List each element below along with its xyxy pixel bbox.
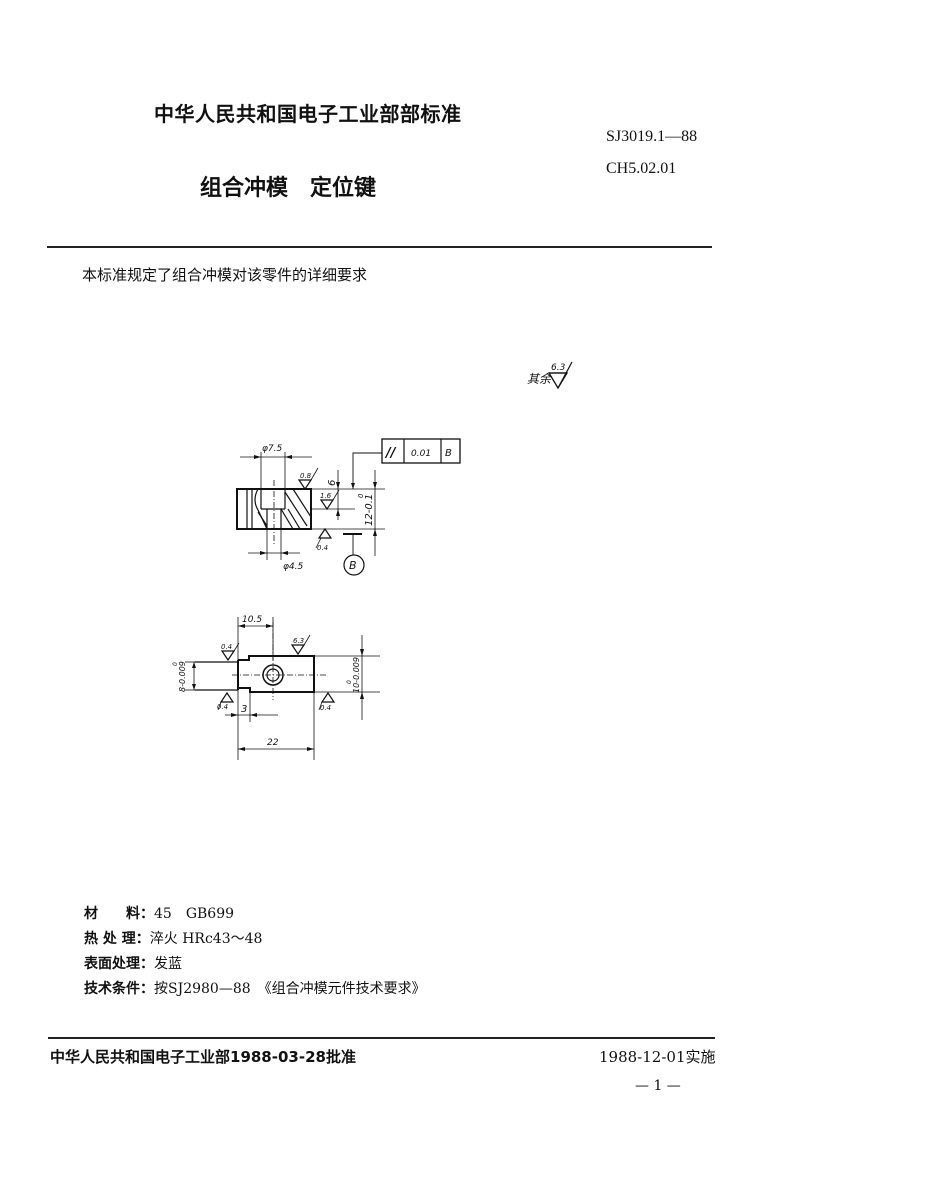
spec-label: 材 料：	[84, 906, 154, 922]
document-title: 组合冲模 定位键	[200, 176, 377, 201]
spec-material: 材 料：45 GB699	[84, 903, 234, 923]
roughness-top-value: 0.8	[300, 472, 312, 480]
spec-heat-treatment: 热 处 理：淬火 HRc43～48	[84, 928, 262, 948]
effective-date: 1988-12-01实施	[599, 1048, 716, 1066]
dim-body-width-upper: 0	[346, 680, 353, 684]
spec-value: 45 GB699	[154, 906, 235, 922]
surface-roughness-note-icon	[547, 361, 573, 390]
dim-tongue-width: 8-0.009	[178, 661, 187, 692]
dim-counterbore-diameter: φ7.5	[262, 444, 283, 454]
dim-overall-length: 22	[267, 738, 279, 748]
roughness-side-value: 1.6	[320, 492, 332, 500]
spec-label: 热 处 理：	[84, 931, 150, 947]
tolerance-value: 0.01	[411, 449, 431, 459]
footer-divider	[48, 1037, 715, 1039]
spec-surface-treatment: 表面处理：发蓝	[84, 953, 182, 973]
tolerance-datum: B	[445, 448, 452, 459]
roughness-tongue-bottom: 0.4	[217, 703, 228, 711]
classification-code: CH5.02.01	[606, 160, 677, 177]
dim-body-width: 10-0.009	[352, 657, 361, 693]
spec-technical-conditions: 技术条件：按SJ2980—88 《组合冲模元件技术要求》	[84, 978, 426, 998]
dim-hole-diameter: φ4.5	[283, 562, 304, 572]
standard-number: SJ3019.1—88	[606, 128, 698, 145]
roughness-note-label: 其余	[527, 372, 553, 386]
datum-label: B	[349, 559, 357, 572]
roughness-tongue-top: 0.4	[221, 643, 232, 651]
spec-value: 按SJ2980—88 《组合冲模元件技术要求》	[154, 981, 426, 997]
organization-standard-title: 中华人民共和国电子工业部部标准	[154, 102, 462, 126]
dim-step-width: 10.5	[242, 615, 262, 625]
dim-height-upper: 0	[357, 493, 365, 498]
roughness-body-top: 6.3	[293, 637, 304, 645]
roughness-bottom-value: 0.4	[317, 544, 328, 552]
dim-counterbore-depth: 6	[327, 480, 338, 486]
spec-value: 发蓝	[154, 956, 182, 972]
spec-label: 表面处理：	[84, 956, 154, 972]
dim-tongue-width-upper: 0	[172, 662, 179, 666]
page-number: — 1 —	[635, 1078, 681, 1094]
roughness-body-bottom: 0.4	[320, 704, 331, 712]
header-divider	[47, 246, 712, 248]
spec-value: 淬火 HRc43～48	[149, 931, 263, 947]
intro-text: 本标准规定了组合冲模对该零件的详细要求	[82, 266, 368, 284]
roughness-note-value: 6.3	[551, 363, 566, 373]
parallelism-symbol: //	[384, 446, 397, 461]
dim-step-offset: 3	[241, 704, 247, 715]
dim-height: 12-0.1	[364, 494, 375, 526]
approval-line: 中华人民共和国电子工业部1988-03-28批准	[50, 1048, 356, 1066]
spec-label: 技术条件：	[84, 981, 154, 997]
